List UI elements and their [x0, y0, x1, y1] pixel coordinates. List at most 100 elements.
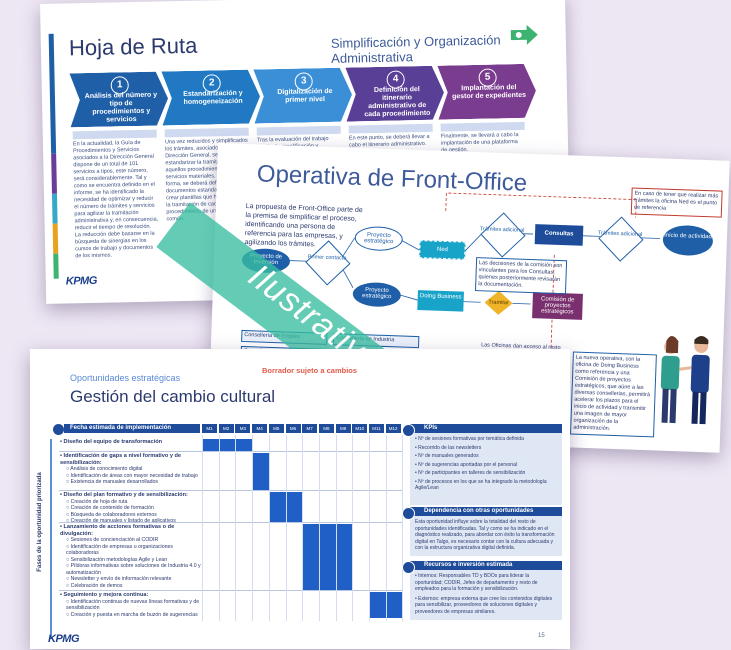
- gantt-month: M10: [352, 424, 368, 433]
- roadmap-column: Finalmente, se llevará a cabo la implant…: [440, 121, 526, 155]
- phase-axis-line: [50, 439, 52, 639]
- gantt-phase: • Seguimiento y mejora continua:○ Identi…: [60, 592, 202, 618]
- gantt-bar: [268, 492, 303, 522]
- gantt-gridline: [235, 435, 237, 621]
- gantt-phase-item: ○ Existencia de manuales desarrollados: [66, 479, 158, 485]
- kpis-header: KPIs: [410, 424, 562, 433]
- rail-orange: [52, 223, 59, 254]
- roadmap-column: En la actualidad, la Guía de Procedimien…: [72, 129, 160, 261]
- gantt-phase-item: ○ Creación de manuales y listado de apli…: [66, 518, 176, 524]
- gantt-month: M4: [252, 424, 268, 433]
- gantt-phase-item: ○ Identificación de empresas u organizac…: [66, 543, 173, 557]
- handshake-illustration: [653, 328, 716, 430]
- kpi-item: • Nº de manuales generados: [415, 453, 479, 459]
- process-arrows-icon: [510, 24, 539, 47]
- gantt-gridline: [268, 435, 270, 621]
- rail-cyan: [51, 193, 58, 224]
- gantt-gridline: [302, 435, 304, 621]
- kpi-icon: [402, 424, 415, 437]
- gantt-row-divider: [59, 451, 402, 452]
- gantt-gridline: [218, 435, 220, 621]
- gantt-phase-item: ○ Creación de hoja de ruta: [66, 498, 128, 505]
- gantt-gridline: [402, 435, 404, 621]
- page-number: 15: [538, 633, 545, 639]
- gantt-row-divider: [59, 490, 402, 491]
- gantt-phase-title: • Seguimiento y mejora continua:: [60, 592, 149, 598]
- gantt-phase-item: ○ Celebración de demos: [66, 582, 123, 589]
- dependency-icon: [402, 507, 415, 520]
- gantt-phase-item: ○ Newsletter y envío de información rele…: [66, 576, 172, 582]
- roadmap-column-bar: [440, 121, 525, 132]
- slide-hoja-de-ruta[interactable]: Hoja de Ruta Simplificación y Organizaci…: [40, 0, 572, 304]
- note-mid: Las decisiones de la comisión son vincul…: [474, 257, 568, 295]
- gantt-phase-item: ○ Creación de contenido de formación: [66, 505, 154, 511]
- gantt-row-divider: [59, 522, 402, 523]
- node-consultas: Consultas: [534, 224, 584, 246]
- gantt-phase-title: • Lanzamiento de acciones formativas o d…: [60, 524, 175, 537]
- gantt-month: M11: [369, 424, 384, 433]
- kpmg-logo: KPMG: [48, 633, 80, 645]
- gantt-month: M3: [235, 424, 251, 433]
- gantt-phase-item: ○ Identificación continua de nuevas líne…: [66, 598, 200, 612]
- roadmap-column-bar: [348, 123, 433, 134]
- gantt-gridline: [369, 435, 370, 621]
- slide-title: Hoja de Ruta: [68, 32, 198, 61]
- resources-icon: [402, 561, 415, 574]
- roadmap-step-label: Definición del itinerario administrativo…: [364, 86, 431, 119]
- note-right: La nueva operativa, con la oficina de Do…: [570, 351, 657, 438]
- gantt-phase: • Diseño del plan formativo y de sensibi…: [60, 492, 202, 525]
- dependency-header: Dependencia con otras oportunidades: [410, 507, 562, 516]
- slide-gestion-cambio-cultural[interactable]: Oportunidades estratégicas Gestión del c…: [30, 349, 570, 649]
- gantt-gridline: [252, 435, 254, 621]
- node-ned: Ned: [419, 240, 466, 260]
- gantt-phase-item: ○ Búsqueda de colaboradores externos: [66, 511, 157, 518]
- roadmap-columns: En la actualidad, la Guía de Procedimien…: [40, 0, 565, 259]
- gantt-gridline: [285, 435, 287, 621]
- slide-front-office[interactable]: Operativa de Front-Office La propuesta d…: [207, 143, 730, 453]
- gantt-phase-item: ○ Sensibilización metodologías Agile y L…: [66, 556, 168, 563]
- gantt-phase-title: • Diseño del equipo de transformación: [60, 439, 163, 445]
- node-comision-proyectos: Comisión de proyectos estratégicos: [532, 292, 583, 320]
- dependency-text: Esta oportunidad influye sobre la totali…: [410, 516, 562, 556]
- node-doing-business: Doing Business: [417, 290, 464, 312]
- kpi-item: • Recorrido de las newsletters: [415, 444, 482, 451]
- gantt-bar: [252, 453, 269, 491]
- roadmap-column: En este punto, se deberá llevar a cabo e…: [348, 123, 433, 150]
- kpi-item: • Nº de sugerencias aportadas por el per…: [415, 461, 517, 468]
- gantt-month: M8: [318, 424, 334, 433]
- gantt-phase-item: ○ Identificación de áreas con mayor nece…: [66, 472, 198, 479]
- phase-axis-label: Fases de la oportunidad priorizada: [37, 472, 43, 572]
- gantt-month: M7: [302, 424, 318, 433]
- rail-blue: [48, 33, 57, 154]
- kpis-list: • Nº de sesiones formativas por temática…: [410, 433, 562, 505]
- gantt-bar: [302, 524, 353, 590]
- roadmap-column-bar: [256, 125, 341, 136]
- gantt-phase: • Diseño del equipo de transformación: [60, 439, 202, 446]
- resource-item: • Internos: Responsables TD y BDOs para …: [415, 573, 538, 592]
- gantt-phase-item: ○ Creación y puesta en marcha de buzón d…: [66, 611, 198, 618]
- roadmap-column-bar: [164, 127, 249, 138]
- gantt-gridline: [385, 435, 387, 621]
- kpi-item: • Nº de participantes en talleres de sen…: [415, 470, 526, 476]
- kpi-item: • Nº de procesos en los que se ha integr…: [415, 478, 547, 492]
- gantt-month: M1: [202, 424, 217, 433]
- slide-small-title: Oportunidades estratégicas: [70, 373, 181, 383]
- draft-label: Borrador sujeto a cambios: [262, 366, 358, 375]
- decision-tramitar-shape: [484, 290, 513, 315]
- rail-purple: [51, 153, 57, 194]
- gantt-phase: • Identificación de gaps a nivel formati…: [60, 453, 202, 486]
- gantt-bar: [202, 439, 253, 451]
- gantt-phase-item: ○ Píldoras informativas sobre soluciones…: [66, 563, 201, 576]
- resource-item: • Externos: empresa externa que cree los…: [415, 595, 553, 615]
- roadmap-step-label: Análisis del número y tipo de procedimie…: [84, 91, 158, 124]
- gantt-phase-title: • Identificación de gaps a nivel formati…: [60, 453, 182, 466]
- gantt-month: M5: [268, 424, 284, 433]
- gantt-gridline: [318, 435, 320, 621]
- gantt-month: M12: [385, 424, 401, 433]
